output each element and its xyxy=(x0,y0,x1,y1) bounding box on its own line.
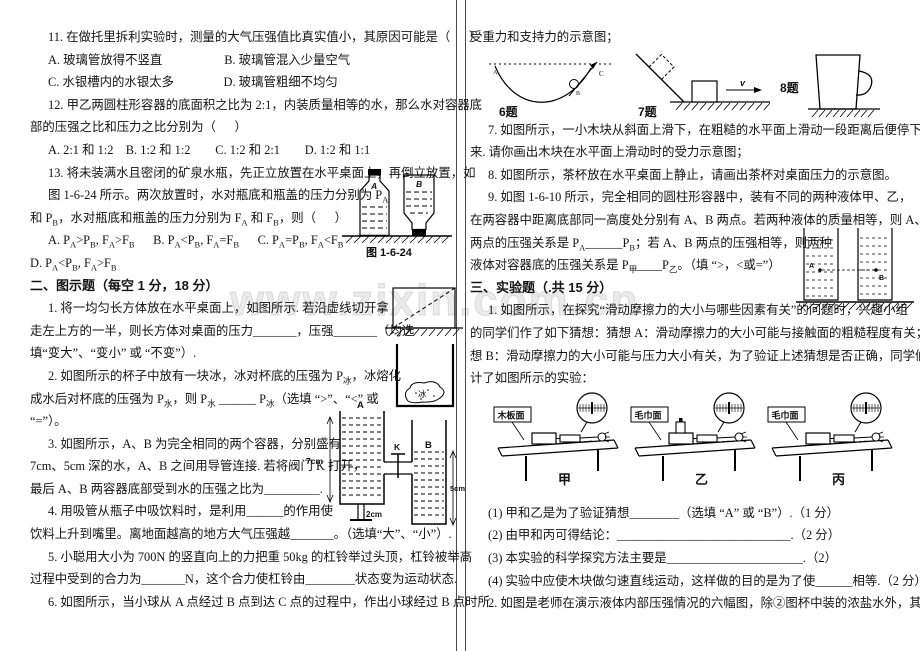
left-column: 11. 在做托里拆利实验时，测量的大气压强值比真实值小，其原因可能是（ ） A.… xyxy=(30,26,490,613)
figure-q6-curve: A B C 6题 xyxy=(487,54,615,120)
point-b-marker-label: B xyxy=(879,275,884,282)
q13-options-abc: A. PA>PB, FA>FB B. PA<PB, FA=FB C. PA=PB… xyxy=(48,233,344,250)
figure-q7-incline: v 7题 xyxy=(622,50,774,120)
figure-q8-cup: 8题 xyxy=(778,50,882,122)
q8-line1: 8. 如图所示，茶杯放在水平桌面上静止，请画出茶杯对桌面压力的示意图。 xyxy=(488,167,897,182)
panel-jia-label: 甲 xyxy=(558,472,571,487)
exp1-sub1: (1) 甲和乙是为了验证猜想________（选填 “A” 或 “B”）.（1 … xyxy=(488,505,840,520)
panel-bing-label: 丙 xyxy=(832,472,845,487)
point-a-marker-label: A xyxy=(809,263,814,270)
figure-block-diagonal xyxy=(383,283,465,339)
figure-experiment-bing: 毛巾面 丙 xyxy=(766,391,916,487)
s2q4-line1: 4. 用吸管从瓶子中吸饮料时，是利用______的作用使 xyxy=(48,504,333,519)
s2q6-line1: 6. 如图所示，当小球从 A 点经过 B 点到达 C 点的过程中，作出小球经过 … xyxy=(48,594,490,609)
q11-options-ab: A. 玻璃管放得不竖直 B. 玻璃管混入少量空气 xyxy=(48,52,351,67)
section2-header: 二、图示题（每空 1 分，18 分） xyxy=(30,277,219,293)
figure-connected-containers: A 7cm 2cm K xyxy=(304,398,468,530)
q12-line2: 部的压强之比和压力之比分别为（ ） xyxy=(30,120,247,135)
s2q1-line2: 走左上方的一半，则长方体对桌面的压力_______，压强_______（均选 xyxy=(30,323,415,338)
s2q2-line3: “=”）。 xyxy=(30,414,67,429)
figure-experiment-yi: 毛巾面 乙 xyxy=(629,391,779,487)
right-column: 受重力和支持力的示意图； 7. 如图所示，一小木块从斜面上滑下，在粗糙的水平面上… xyxy=(470,26,920,615)
q9-line2: 在两容器中距离底部同一高度处分别有 A、B 两点。若两种液体的质量相等，则 A、… xyxy=(470,212,920,227)
figure-1-6-24-bottles: A B 图 1-6-24 xyxy=(338,166,456,260)
ice-label: 冰 xyxy=(418,389,427,399)
valve-k-label: K xyxy=(394,442,401,452)
s2q2-line1: 2. 如图所示的杯子中放有一块冰，冰对杯底的压强为 P冰，冰熔化 xyxy=(48,368,402,386)
exp1-sub3: (3) 本实验的科学探究方法主要是______________________.… xyxy=(488,550,837,565)
q13-option-d: D. PA<PB, FA>FB xyxy=(30,255,117,273)
point-b-label: B xyxy=(576,91,580,97)
exp2-line1: 2. 如图是老师在演示液体内部压强情况的六幅图，除②图杯中装的浓盐水外，其 xyxy=(488,596,920,611)
watermark: www.zixin.com.cn xyxy=(229,276,640,326)
point-a-label: A xyxy=(493,70,498,76)
s2q5-line1: 5. 小聪用大小为 700N 的竖直向上的力把重 50kg 的杠铃举过头顶，杠铃… xyxy=(48,549,473,564)
s2q4-line2: 饮料上升到嘴里。离地面越高的地方大气压强越_______。（选填“大”、“小”）… xyxy=(30,527,452,542)
q12-options: A. 2:1 和 1:2 B. 1:2 和 1:2 C. 1:2 和 2:1 D… xyxy=(48,142,371,157)
page-divider-line-left xyxy=(456,0,457,651)
surface-label-board: 木板面 xyxy=(497,410,525,421)
surface-label-towel: 毛巾面 xyxy=(772,410,799,421)
figure-experiment-jia: 木板面 甲 xyxy=(492,391,642,487)
s2q1-line1: 1. 将一均匀长方体放在水平桌面上，如图所示. 若沿虚线切开拿 xyxy=(48,301,389,316)
section3-header: 三、实验题（.共 15 分） xyxy=(470,279,613,295)
exp1-sub2: (2) 由甲和丙可得结论：___________________________… xyxy=(488,528,841,543)
s2q1-line3: 填“变大”、“变小” 或 “不变”）. xyxy=(30,346,197,361)
page-divider-line-right xyxy=(465,0,466,651)
bottle-b-label: B xyxy=(416,179,422,189)
exp1-line4: 计了如图所示的实验： xyxy=(470,371,594,386)
s2q2-line2: 成水后对杯底的压强为 P水，则 P水 ______ P冰（选填 “>”、“<” … xyxy=(30,391,379,408)
figure-q7-caption: 7题 xyxy=(638,105,658,119)
figure-q9-containers: A B xyxy=(794,224,916,318)
exp1-line2: 的同学们作了如下猜想：猜想 A：滑动摩擦力的大小可能与接触面的粗糙程度有关；猜 xyxy=(470,325,920,340)
figure-q8-caption: 8题 xyxy=(780,81,800,95)
dimension-2cm: 2cm xyxy=(366,510,382,519)
exp1-line1: 1. 如图所示，在探究“滑动摩擦力的大小与哪些因素有关”的问题时，兴趣小组 xyxy=(488,303,908,318)
s2q5-line2: 过程中受到的合力为_______N，这个合力使杠铃由________状态变为运动… xyxy=(30,572,458,587)
q7-line1: 7. 如图所示，一小木块从斜面上滑下，在粗糙的水平面上滑动一段距离后便停下 xyxy=(488,122,920,137)
bottle-a-label: A xyxy=(370,181,377,191)
q7-line2: 来. 请你画出木块在水平面上滑动时的受力示意图； xyxy=(470,145,749,160)
velocity-label: v xyxy=(740,78,746,88)
q9-line4: 液体对容器底的压强关系是 P甲____P乙。（填 “>，<或=”） xyxy=(470,258,781,275)
q9-line3: 两点的压强关系是 PA______PB；若 A、B 两点的压强相等，则两种 xyxy=(470,235,832,253)
container-b-label: B xyxy=(425,440,432,451)
figure-1-6-24-caption: 图 1-6-24 xyxy=(366,246,413,259)
s2q3-line3: 最后 A、B 两容器底部受到水的压强之比为_________. xyxy=(30,481,323,496)
q12-line1: 12. 甲乙两圆柱形容器的底面积之比为 2:1，内装质量相等的水，那么水对容器底 xyxy=(48,97,483,112)
figure-q6-caption: 6题 xyxy=(499,105,519,119)
s2q3-line2: 7cm、5cm 深的水，A、B 之间用导管连接. 若将阀门 K 打开， xyxy=(30,459,366,474)
point-c-label: C xyxy=(599,70,604,78)
container-a-label: A xyxy=(357,400,364,411)
q6-continuation-line: 受重力和支持力的示意图； xyxy=(470,30,619,44)
exp1-line3: 想 B：滑动摩擦力的大小可能与压力大小有关，为了验证上述猜想是否正确，同学们设 xyxy=(470,348,920,363)
surface-label-towel: 毛巾面 xyxy=(635,410,662,421)
panel-yi-label: 乙 xyxy=(695,472,708,487)
dimension-5cm: 5cm xyxy=(450,484,465,493)
q11-options-cd: C. 水银槽内的水银太多 D. 玻璃管粗细不均匀 xyxy=(48,75,338,90)
q11-line1: 11. 在做托里拆利实验时，测量的大气压强值比真实值小，其原因可能是（ ） xyxy=(48,30,482,44)
q9-line1: 9. 如图 1-6-10 所示，完全相同的圆柱形容器中，装有不同的两种液体甲、乙… xyxy=(488,190,912,205)
q13-line2: 图 1-6-24 所示。两次放置时，水对瓶底和瓶盖的压力分别为 PA xyxy=(48,188,389,205)
figure-ice-cup: 冰 xyxy=(388,341,462,415)
exp1-sub4: (4) 实验中应使木块做匀速直线运动，这样做的目的是为了使______相等.（2… xyxy=(488,573,920,588)
dimension-7cm: 7cm xyxy=(306,456,323,466)
s2q3-line1: 3. 如图所示，A、B 为完全相同的两个容器，分别盛有 xyxy=(48,436,341,451)
q13-line3: 和 PB，水对瓶底和瓶盖的压力分别为 FA 和 FB，则（ ） xyxy=(30,210,347,228)
